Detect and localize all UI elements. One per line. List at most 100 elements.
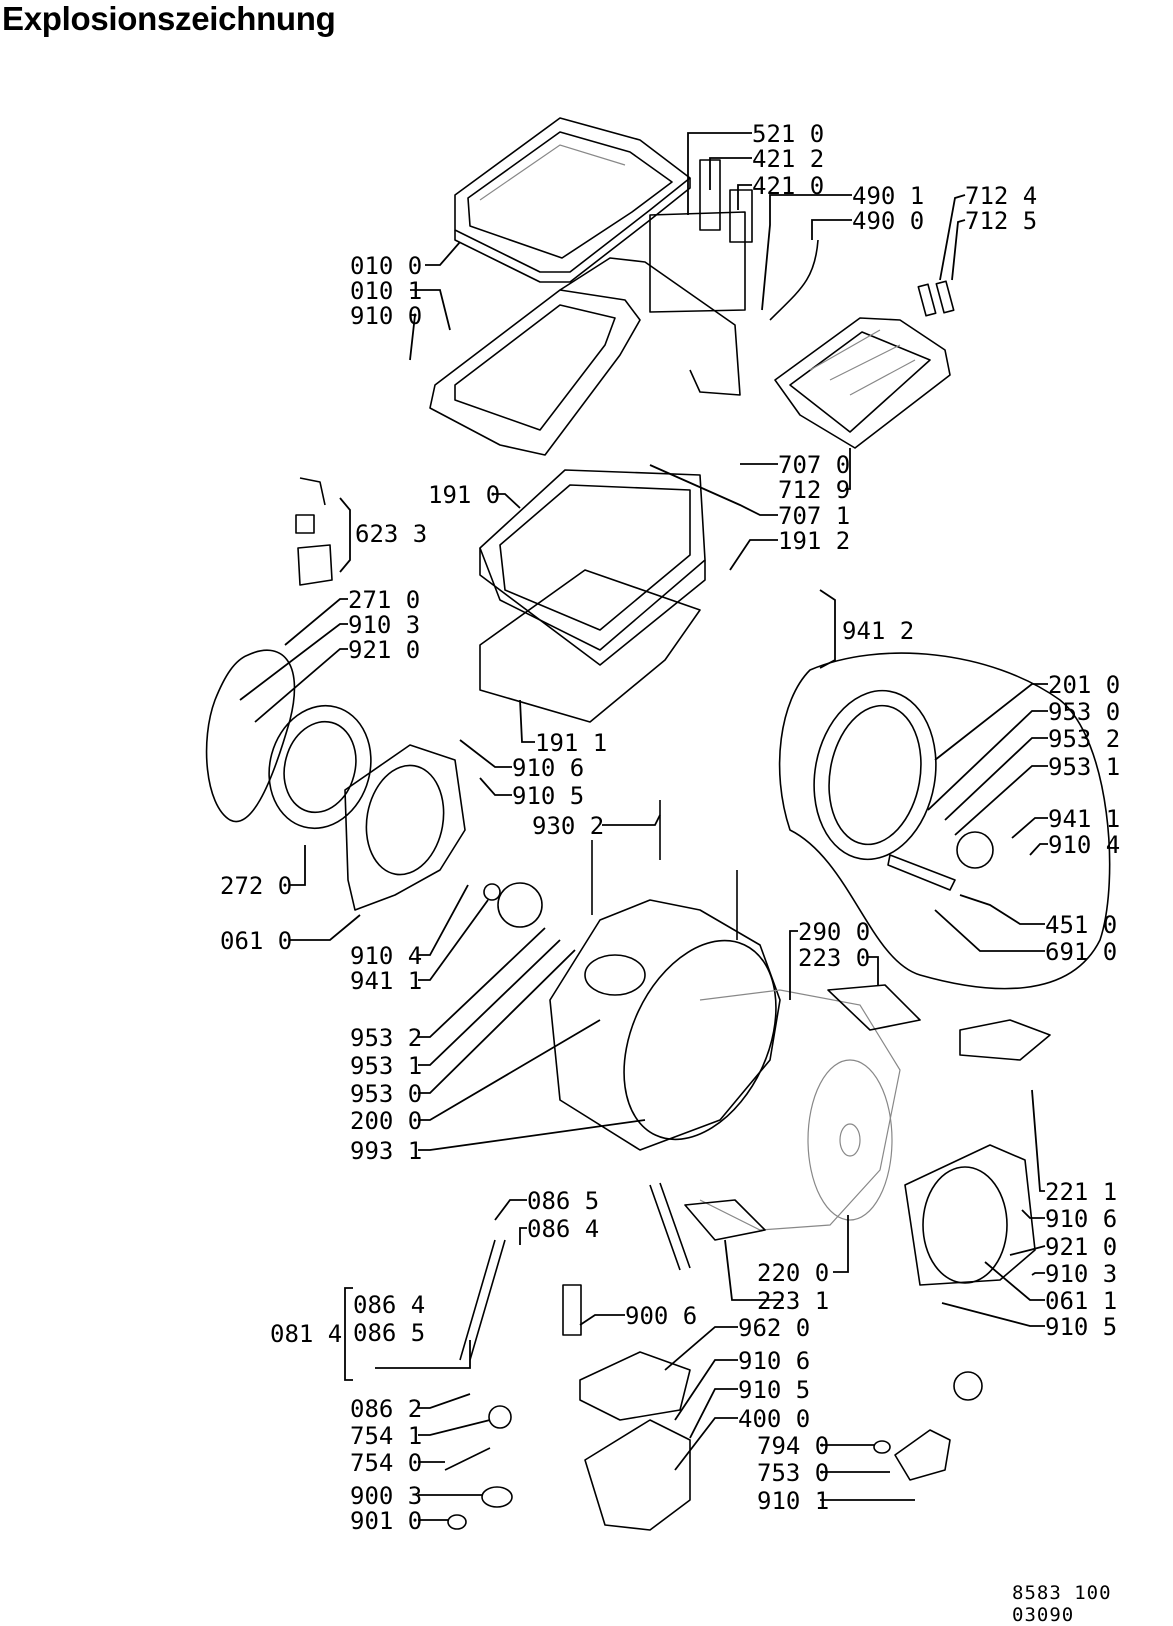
- callout-label: 220 0: [757, 1259, 829, 1287]
- callout-labels: 521 0 421 2 421 0 490 1 490 0 712 4 712 …: [220, 120, 1120, 1535]
- callout-label: 910 5: [1045, 1313, 1117, 1341]
- callout-label: 921 0: [1045, 1233, 1117, 1261]
- callout-label: 421 0: [752, 172, 824, 200]
- callout-label: 223 0: [798, 944, 870, 972]
- control-module-part: [894, 1429, 951, 1481]
- filter-part: [562, 1284, 582, 1336]
- shock-absorber-left-b: [469, 1239, 506, 1361]
- shock-absorber-left: [459, 1239, 496, 1361]
- callout-label: 010 1: [350, 277, 422, 305]
- drum-part: [699, 989, 901, 1231]
- callout-label: 421 2: [752, 145, 824, 173]
- page-title: Explosionszeichnung: [2, 0, 336, 37]
- detergent-drawer-part: [774, 317, 951, 449]
- callout-label: 086 5: [527, 1187, 599, 1215]
- callout-label: 521 0: [752, 120, 824, 148]
- callout-label: 941 1: [350, 967, 422, 995]
- clamp-part: [481, 1486, 513, 1508]
- pulley-part-left: [497, 882, 543, 928]
- base-plate-part: [684, 1199, 766, 1241]
- callout-label: 712 4: [965, 182, 1037, 210]
- callout-label: 010 0: [350, 252, 422, 280]
- callout-label: 086 5: [353, 1319, 425, 1347]
- callout-label: 900 3: [350, 1482, 422, 1510]
- callout-label: 191 1: [535, 729, 607, 757]
- callout-label: 691 0: [1045, 938, 1117, 966]
- part-drawings: [205, 117, 1111, 1531]
- shock-absorber-right: [649, 1184, 681, 1271]
- callout-label: 400 0: [738, 1405, 810, 1433]
- drum-housing-top-part: [479, 469, 706, 666]
- pin-part-2: [935, 280, 955, 314]
- callout-label: 910 6: [512, 754, 584, 782]
- callout-label: 993 1: [350, 1137, 422, 1165]
- callout-label: 753 0: [757, 1459, 829, 1487]
- callout-label: 953 2: [350, 1024, 422, 1052]
- round-part: [953, 1371, 983, 1401]
- seal-part: [479, 569, 701, 723]
- callout-label: 910 6: [738, 1347, 810, 1375]
- counterweight-part: [827, 984, 921, 1031]
- callout-label: 941 2: [842, 617, 914, 645]
- top-cover-part: [454, 117, 691, 283]
- callout-label: 794 0: [757, 1432, 829, 1460]
- callout-label: 953 0: [350, 1080, 422, 1108]
- front-panel-part: [344, 744, 466, 911]
- callout-label: 910 0: [350, 302, 422, 330]
- bearing-part-left: [483, 883, 501, 901]
- callout-label: 201 0: [1048, 671, 1120, 699]
- callout-label: 451 0: [1045, 911, 1117, 939]
- pump-part: [584, 1419, 691, 1531]
- tub-part: [549, 899, 781, 1151]
- callout-label: 061 0: [220, 927, 292, 955]
- shield-part: [579, 1351, 691, 1421]
- frame-part: [429, 159, 753, 456]
- callout-label: 490 1: [852, 182, 924, 210]
- rear-tub-callout-bubble: [778, 652, 1111, 990]
- callout-label: 086 4: [353, 1291, 425, 1319]
- callout-label: 910 3: [1045, 1260, 1117, 1288]
- callout-label: 910 5: [512, 782, 584, 810]
- callout-label: 962 0: [738, 1314, 810, 1342]
- callout-label: 200 0: [350, 1107, 422, 1135]
- callout-label: 953 1: [350, 1052, 422, 1080]
- small-parts-cluster: [959, 1019, 1051, 1061]
- hose-part: [444, 1447, 491, 1471]
- o-ring-part: [873, 1440, 891, 1454]
- door-ring-part: [205, 649, 296, 823]
- shock-absorber-right-b: [659, 1182, 691, 1269]
- callout-label: 754 1: [350, 1422, 422, 1450]
- callout-label: 707 0: [778, 451, 850, 479]
- door-lock-part: [295, 477, 333, 586]
- callout-label: 272 0: [220, 872, 292, 900]
- callout-label: 910 6: [1045, 1205, 1117, 1233]
- door-glass-part: [268, 704, 372, 830]
- callout-label: 081 4: [270, 1320, 342, 1348]
- callout-label: 221 1: [1045, 1178, 1117, 1206]
- ring-part: [447, 1514, 467, 1530]
- callout-label: 953 2: [1048, 725, 1120, 753]
- callout-label: 941 1: [1048, 805, 1120, 833]
- callout-label: 754 0: [350, 1449, 422, 1477]
- callout-label: 901 0: [350, 1507, 422, 1535]
- document-number: 8583 100 03090: [1012, 1582, 1112, 1626]
- callout-label: 953 0: [1048, 698, 1120, 726]
- rear-panel-part: [904, 1144, 1036, 1286]
- callout-label: 623 3: [355, 520, 427, 548]
- leader-lines: [239, 132, 1048, 1521]
- ball-part: [488, 1405, 512, 1429]
- callout-label: 271 0: [348, 586, 420, 614]
- callout-label: 191 2: [778, 527, 850, 555]
- callout-label: 712 5: [965, 207, 1037, 235]
- callout-label: 712 9: [778, 476, 850, 504]
- callout-label: 191 0: [428, 481, 500, 509]
- callout-label: 290 0: [798, 918, 870, 946]
- callout-label: 921 0: [348, 636, 420, 664]
- callout-label: 910 3: [348, 611, 420, 639]
- callout-label: 910 1: [757, 1487, 829, 1515]
- callout-label: 707 1: [778, 502, 850, 530]
- callout-label: 061 1: [1045, 1287, 1117, 1315]
- pin-part: [917, 283, 937, 317]
